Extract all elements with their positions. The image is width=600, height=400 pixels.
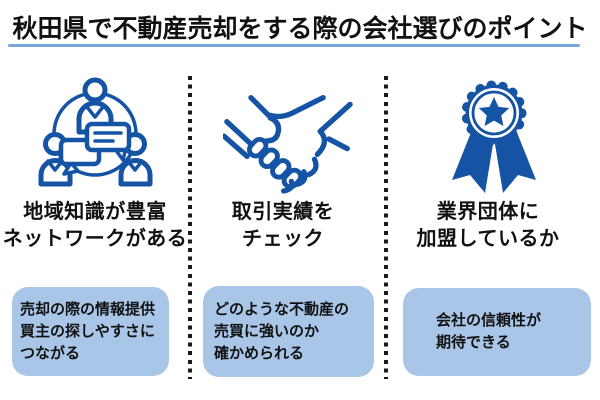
column-heading-track-record: 取引実績を チェック	[190, 199, 376, 253]
note-line: どのような不動産の	[214, 300, 350, 318]
note-line: 売買に強いのか	[214, 322, 320, 340]
people-network-icon	[38, 77, 153, 187]
column-divider-2	[384, 76, 388, 379]
note-box-local-knowledge: 売却の際の情報提供 買主の探しやすさに つながる	[12, 287, 169, 376]
heading-line: チェック	[242, 228, 324, 250]
heading-line: ネットワークがある	[2, 228, 188, 250]
note-line: 売却の際の情報提供	[20, 300, 156, 318]
heading-line: 地域知識が豊富	[23, 201, 167, 223]
heading-line: 業界団体に	[436, 201, 540, 223]
column-divider-1	[188, 76, 192, 379]
column-heading-association: 業界団体に 加盟しているか	[390, 199, 586, 253]
note-line: 買主の探しやすさに	[20, 322, 155, 340]
column-heading-local-knowledge: 地域知識が豊富 ネットワークがある	[0, 199, 190, 253]
award-ribbon-icon	[452, 80, 536, 193]
note-line: 期待できる	[436, 334, 511, 351]
note-line: つながる	[20, 344, 81, 362]
note-box-association: 会社の信頼性が 期待できる	[403, 288, 591, 376]
title-underline	[8, 44, 580, 47]
note-line: 確かめられる	[214, 344, 305, 362]
handshake-icon	[223, 94, 353, 194]
heading-line: 加盟しているか	[416, 228, 560, 250]
note-box-track-record: どのような不動産の 売買に強いのか 確かめられる	[203, 286, 374, 377]
heading-line: 取引実績を	[231, 201, 335, 223]
page-title: 秋田県で不動産売却をする際の会社選びのポイント	[12, 15, 588, 43]
note-line: 会社の信頼性が	[436, 312, 542, 329]
